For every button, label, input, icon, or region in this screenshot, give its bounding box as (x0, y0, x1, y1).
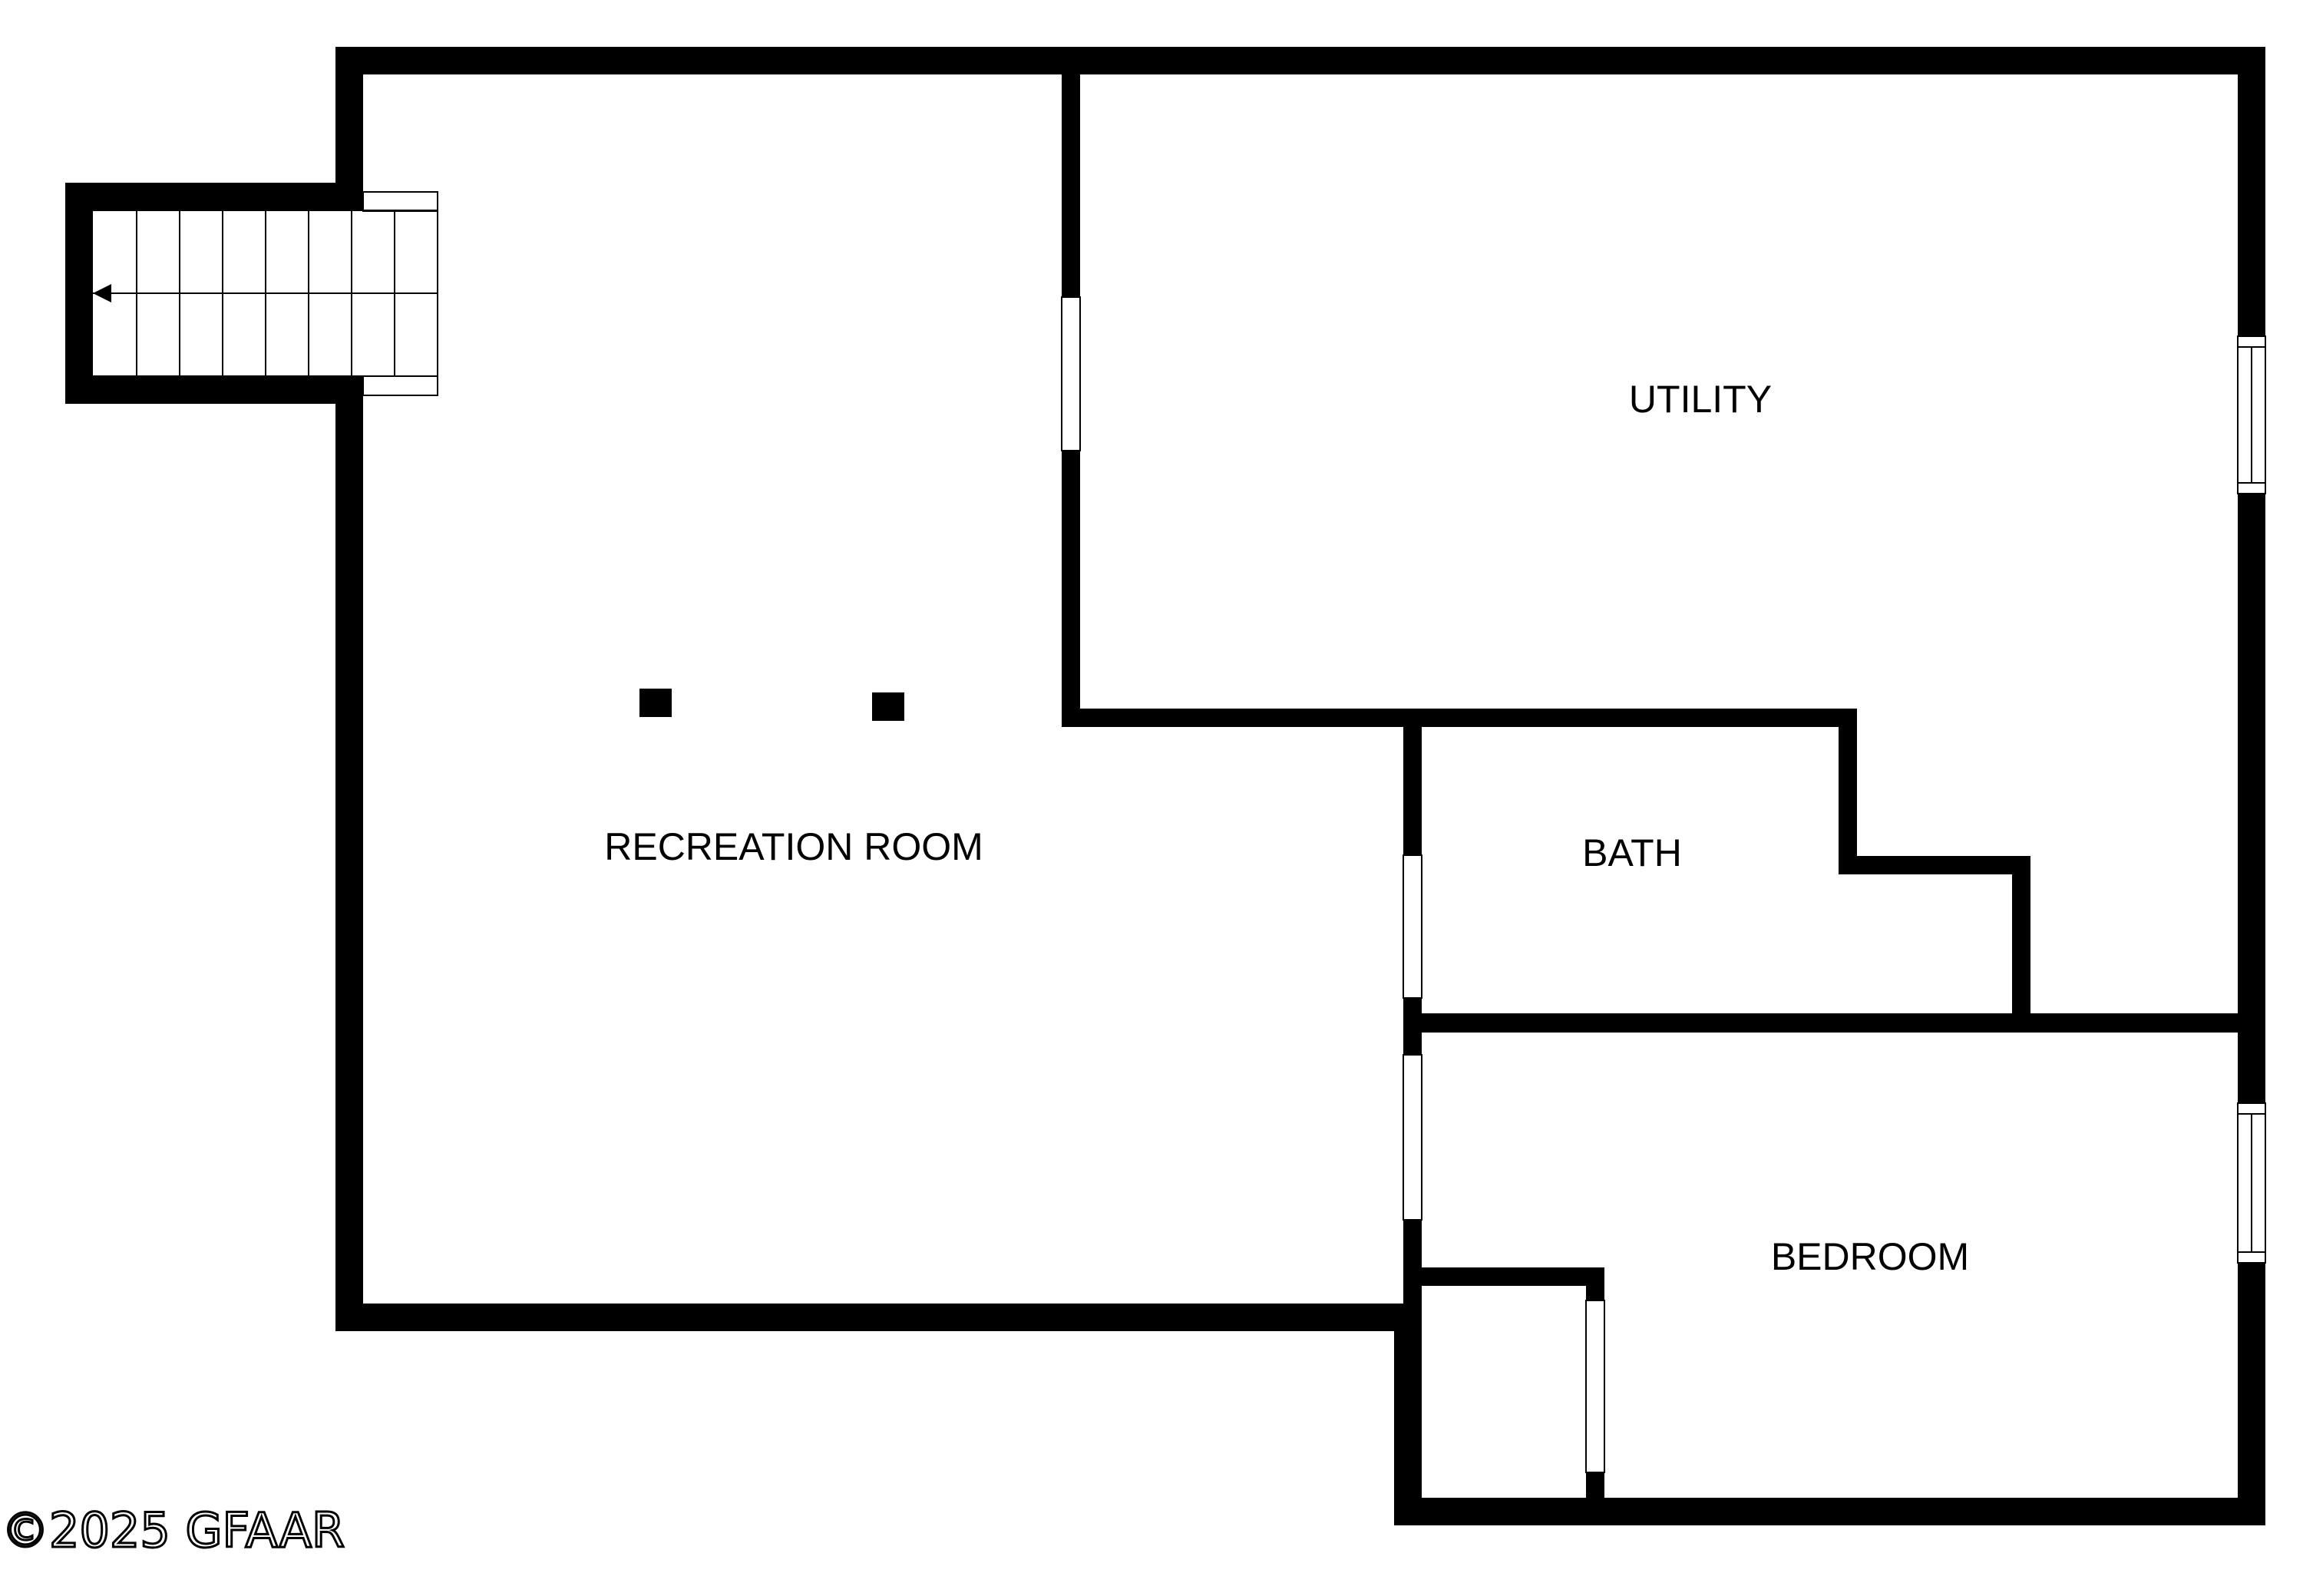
wall-rec-utility-lower (1062, 451, 1080, 727)
support-post-2 (872, 692, 904, 721)
wall-annex-left (1394, 1304, 1422, 1525)
wall-bath-step-vertical-1 (1839, 709, 1857, 874)
wall-closet-top (1403, 1267, 1604, 1286)
wall-closet-right-lower (1586, 1472, 1604, 1525)
room-label-recreation: RECREATION ROOM (604, 825, 983, 868)
copyright-watermark: ©2025 GFAAR (2, 1502, 345, 1558)
stair-treads (93, 210, 438, 377)
stair-arrow-icon (93, 284, 111, 302)
stair-wall-top (65, 183, 363, 210)
stair-wall-bottom (65, 376, 363, 404)
wall-closet-right-upper (1586, 1267, 1604, 1300)
wall-bath-bedroom (1403, 1013, 2265, 1033)
wall-right (2238, 47, 2265, 1525)
doorways (1061, 296, 1605, 1473)
wall-left-lower (335, 376, 363, 1331)
wall-rec-utility-upper (1062, 47, 1080, 297)
exterior-walls (335, 47, 2265, 1525)
room-label-bedroom: BEDROOM (1771, 1235, 1969, 1278)
room-label-bath: BATH (1582, 831, 1682, 874)
wall-bath-left-upper (1403, 709, 1422, 855)
room-label-utility: UTILITY (1629, 378, 1772, 421)
door-rec-utility (1061, 296, 1081, 451)
wall-bath-step-vertical-2 (2012, 856, 2030, 1026)
wall-bottom-left (335, 1304, 1422, 1331)
wall-utility-bottom (1062, 709, 1857, 727)
interior-walls (1062, 47, 2265, 1525)
stair-landing-top (362, 191, 438, 212)
stair-landing-bottom (362, 375, 438, 396)
support-post-1 (639, 689, 672, 717)
door-bath (1403, 854, 1422, 999)
wall-top (335, 47, 2265, 74)
stair-wall-left (65, 183, 93, 404)
door-closet (1585, 1300, 1605, 1473)
door-bedroom (1403, 1054, 1422, 1221)
windows (2237, 335, 2266, 1264)
wall-left-upper (335, 47, 363, 193)
wall-bath-left-lower (1403, 998, 1422, 1055)
stairwell (65, 183, 438, 404)
wall-bottom-right (1394, 1498, 2265, 1525)
wall-bath-step-horizontal (1839, 856, 2030, 874)
